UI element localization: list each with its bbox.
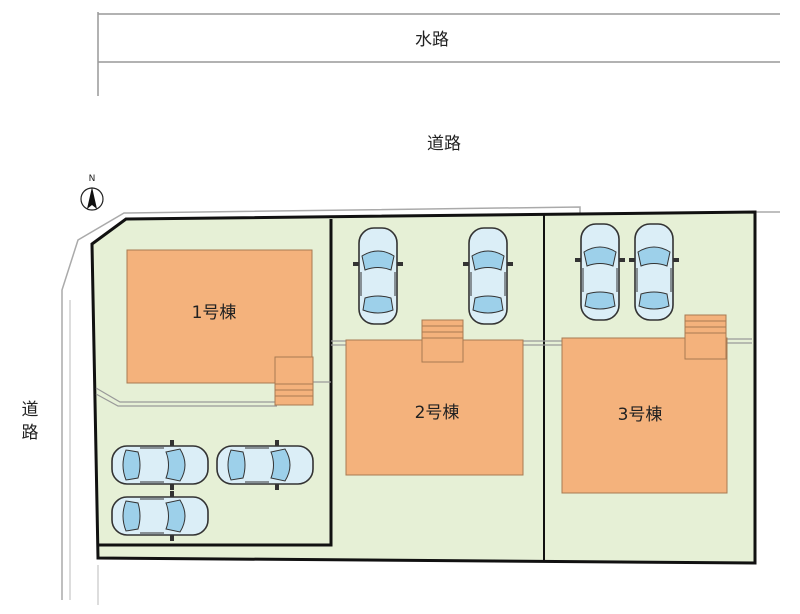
car-lot2-left — [352, 227, 404, 325]
car-lot2-right — [462, 227, 514, 325]
road-edge-outline — [61, 206, 581, 600]
lot-1-path — [95, 387, 277, 403]
steps-3 — [684, 314, 727, 360]
steps-2 — [421, 319, 464, 363]
car-lot1-bottom — [111, 490, 209, 542]
north-label: N — [89, 174, 96, 184]
waterway-label: 水路 — [415, 30, 449, 50]
car-lot3-left — [574, 223, 626, 321]
car-lot1-top-right — [216, 439, 314, 491]
building-3-label: 3号棟 — [618, 405, 663, 425]
lot-1-path-inner — [95, 393, 277, 407]
steps-1 — [274, 356, 314, 406]
left-road-label-1: 道 — [22, 400, 39, 420]
top-road-label: 道路 — [427, 134, 461, 154]
car-lot3-right — [628, 223, 680, 321]
building-3: 3号棟 — [561, 337, 728, 494]
north-arrow: N — [80, 174, 104, 211]
building-2: 2号棟 — [345, 339, 524, 476]
waterway: 水路 — [97, 12, 780, 96]
lot-1-boundary — [98, 219, 333, 547]
building-1-label: 1号棟 — [192, 303, 237, 323]
left-road-label-2: 路 — [22, 423, 39, 443]
car-lot1-top-left — [111, 439, 209, 491]
building-2-label: 2号棟 — [415, 403, 460, 423]
